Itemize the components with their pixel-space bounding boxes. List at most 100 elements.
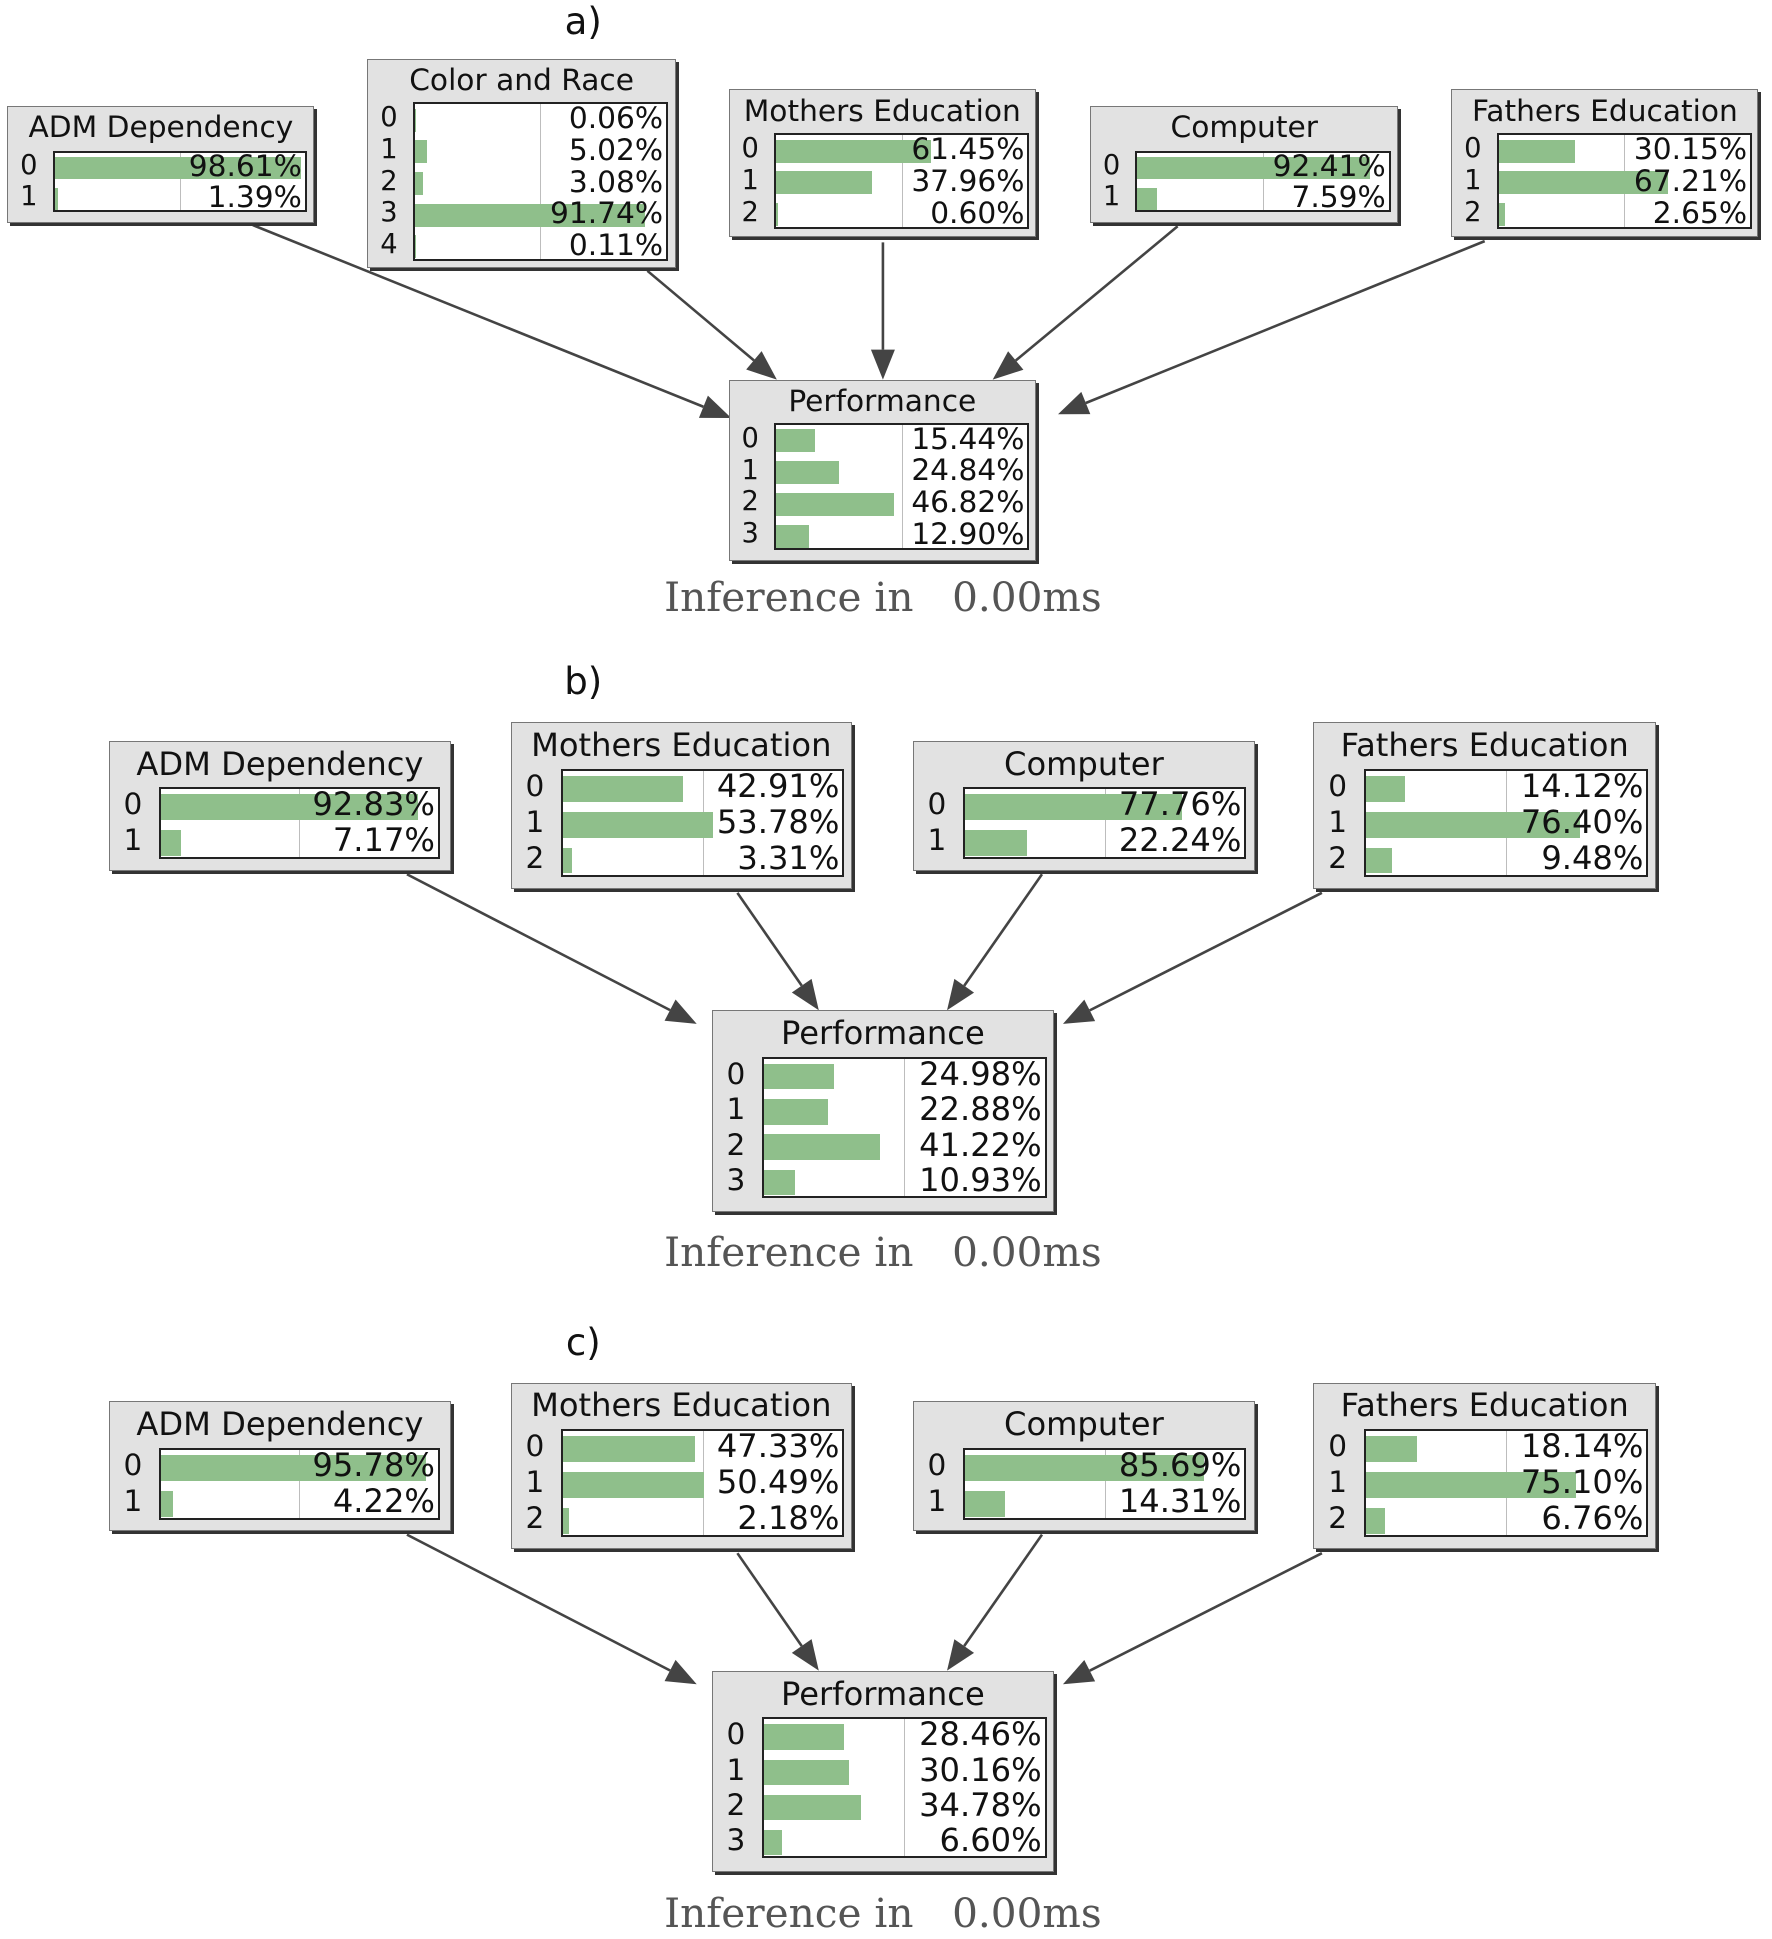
node-title: Fathers Education	[1340, 726, 1629, 765]
probability-value: 18.14%	[1520, 1427, 1644, 1466]
probability-bar	[562, 847, 573, 874]
state-label: 0	[741, 133, 759, 165]
probability-bar	[1137, 156, 1370, 180]
probability-value: 41.22%	[919, 1125, 1042, 1164]
probability-value: 91.74%	[550, 195, 664, 231]
state-label: 0	[927, 787, 947, 822]
probability-bars: 24.98%22.88%41.22%10.93%	[761, 1056, 1047, 1199]
probability-value: 28.46%	[919, 1715, 1042, 1754]
state-label: 2	[726, 1127, 746, 1162]
state-label: 0	[380, 102, 398, 134]
probability-bar	[160, 1454, 427, 1481]
probability-bar	[54, 156, 302, 180]
probability-bar	[1365, 1472, 1577, 1498]
node-title: Mothers Education	[743, 93, 1021, 129]
midline	[179, 152, 181, 211]
node-title: Performance	[781, 1014, 985, 1053]
state-label: 1	[927, 823, 947, 858]
probability-bars: 77.76%22.24%	[962, 787, 1247, 860]
state-label: 1	[20, 180, 38, 212]
probability-bar	[776, 429, 815, 453]
probability-value: 9.48%	[1541, 838, 1644, 877]
panel-label: a)	[564, 0, 602, 43]
state-label: 2	[741, 196, 759, 228]
inference-time: Inference in 0.00ms	[664, 1228, 1102, 1276]
probability-value: 76.40%	[1520, 802, 1644, 841]
midline	[1263, 152, 1265, 211]
node-title: Color and Race	[409, 62, 634, 98]
probability-bar	[763, 1063, 834, 1090]
probability-bars: 0.06%5.02%3.08%91.74%0.11%	[412, 102, 669, 261]
probability-bars: 92.83%7.17%	[158, 787, 440, 860]
probability-bar	[776, 524, 809, 548]
edge-mothers-education-to-performance	[736, 892, 819, 1011]
probability-value: 67.21%	[1633, 163, 1748, 199]
probability-value: 22.24%	[1118, 821, 1242, 860]
state-label: 1	[380, 134, 398, 166]
probability-value: 2.65%	[1652, 194, 1748, 230]
probability-value: 6.76%	[1541, 1498, 1644, 1537]
probability-bar	[776, 171, 872, 195]
probability-bar	[763, 1724, 844, 1750]
probability-value: 12.90%	[911, 516, 1025, 552]
inference-value: 0.00ms	[952, 1888, 1102, 1937]
probability-value: 85.69%	[1118, 1445, 1242, 1484]
node-title: ADM Dependency	[136, 1405, 424, 1444]
state-label: 2	[1328, 1500, 1348, 1535]
probability-bar	[160, 830, 181, 857]
node-title: Computer	[1004, 744, 1164, 783]
inference-prefix: Inference in	[664, 1228, 914, 1277]
probability-value: 0.60%	[930, 194, 1025, 230]
probability-bar	[414, 203, 646, 227]
probability-value: 6.60%	[939, 1821, 1042, 1860]
probability-value: 15.44%	[911, 420, 1025, 456]
state-label: 2	[1464, 196, 1482, 228]
probability-bar	[776, 139, 931, 163]
probability-bar	[160, 794, 419, 821]
state-label: 1	[123, 823, 143, 858]
probability-value: 50.49%	[716, 1463, 840, 1502]
probability-bar	[776, 492, 894, 516]
state-label: 1	[741, 454, 759, 486]
probability-bar	[1365, 775, 1406, 802]
state-label: 0	[20, 149, 38, 181]
probability-bars: 61.45%37.96%0.60%	[774, 133, 1030, 230]
probability-bars: 28.46%30.16%34.78%6.60%	[761, 1715, 1047, 1860]
probability-bar	[562, 811, 714, 838]
state-label: 0	[726, 1717, 746, 1752]
state-label: 1	[726, 1092, 746, 1127]
probability-value: 92.41%	[1272, 147, 1386, 183]
state-label: 1	[927, 1483, 947, 1518]
probability-bar	[1365, 847, 1393, 874]
probability-bar	[414, 172, 423, 195]
state-label: 0	[726, 1057, 746, 1092]
state-label: 1	[525, 1465, 545, 1500]
edge-computer-to-performance	[947, 1533, 1044, 1671]
midline	[1104, 789, 1106, 858]
probability-value: 75.10%	[1520, 1463, 1644, 1502]
probability-value: 2.18%	[737, 1498, 840, 1537]
probability-bar	[763, 1759, 849, 1785]
state-label: 3	[726, 1823, 746, 1858]
node-color-and-race[interactable]: Color and Race 0.06%5.02%3.08%91.74%0.11%…	[367, 59, 676, 269]
edge-adm-dependency-to-performance	[406, 1533, 697, 1685]
probability-bar	[776, 203, 778, 227]
probability-bars: 14.12%76.40%9.48%	[1363, 768, 1649, 877]
